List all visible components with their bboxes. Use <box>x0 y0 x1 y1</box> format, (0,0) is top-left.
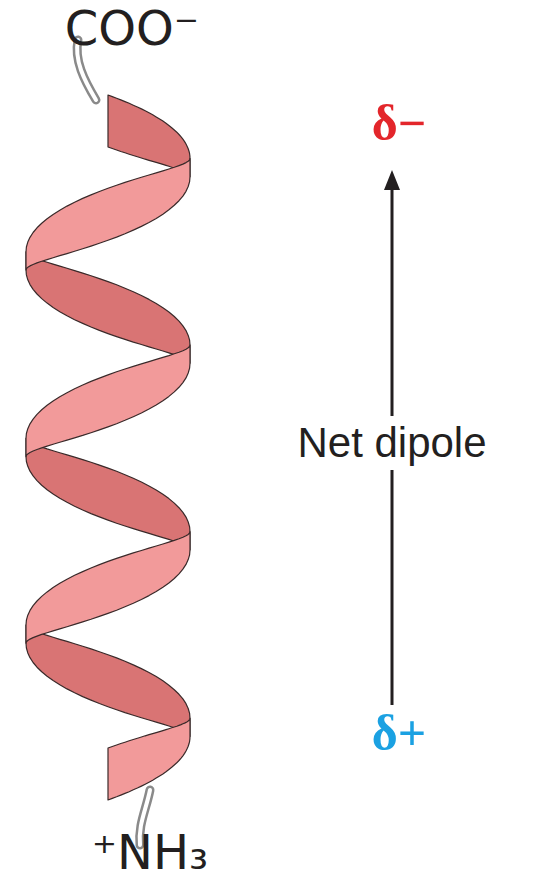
alpha-helix-ribbon <box>26 95 190 800</box>
helix-back-segment <box>26 252 190 363</box>
helix-front-segment <box>108 718 190 800</box>
helix-back-segment <box>108 95 190 177</box>
c-terminus-label: COO⁻ <box>65 2 199 55</box>
helix-back-segment <box>26 625 190 737</box>
helix-front-segment <box>26 345 190 457</box>
partial-negative-label: δ− <box>372 96 426 151</box>
helix-front-segment <box>26 532 190 644</box>
n-terminus-label: ⁺NH₃ <box>92 826 209 879</box>
chain-tails <box>77 40 150 845</box>
helix-front-segment <box>26 159 190 271</box>
net-dipole-label: Net dipole <box>291 416 492 470</box>
helix-back-segment <box>26 438 190 550</box>
dipole-arrow-head <box>384 170 400 190</box>
partial-positive-label: δ+ <box>372 706 426 761</box>
